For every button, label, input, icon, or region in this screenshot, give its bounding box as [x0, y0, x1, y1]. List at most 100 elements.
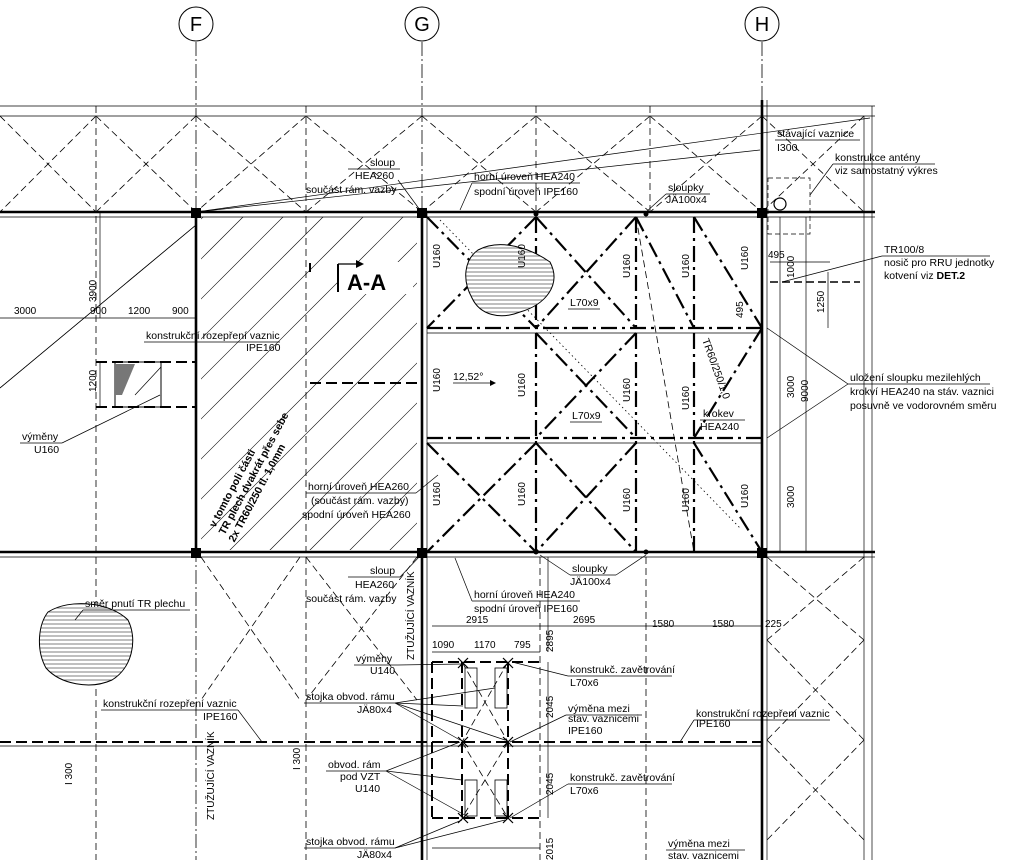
- axis-bubble-f: [178, 6, 214, 42]
- section-label: A-A: [347, 270, 386, 295]
- svg-text:spodní úroveň IPE160: spodní úroveň IPE160: [474, 186, 578, 198]
- svg-text:U160: U160: [517, 244, 528, 268]
- svg-text:U160: U160: [432, 482, 443, 506]
- svg-text:IPE160: IPE160: [568, 725, 603, 737]
- svg-text:stojka obvod. rámu: stojka obvod. rámu: [306, 691, 395, 703]
- svg-text:U160: U160: [622, 378, 633, 402]
- svg-text:2015: 2015: [545, 837, 556, 860]
- svg-text:výměna mezi: výměna mezi: [568, 703, 630, 715]
- svg-text:stav. vaznicemi: stav. vaznicemi: [668, 850, 739, 860]
- svg-text:posuvně ve vodorovném směru: posuvně ve vodorovném směru: [850, 400, 997, 412]
- svg-text:U140: U140: [370, 665, 395, 677]
- dimension-texts: 3900 3000 900 1200 900 1200 495 495 1000…: [14, 250, 827, 860]
- svg-text:HEA240: HEA240: [700, 421, 739, 433]
- svg-text:sloupky: sloupky: [572, 563, 608, 575]
- svg-text:1580: 1580: [712, 619, 735, 630]
- svg-text:TR100/8: TR100/8: [884, 244, 924, 256]
- svg-text:konstrukční rozepření vaznic: konstrukční rozepření vaznic: [696, 708, 830, 720]
- svg-text:směr pnutí TR plechu: směr pnutí TR plechu: [85, 598, 185, 610]
- label-vymena-mezi: výměna mezi stav. vaznicemi IPE160: [509, 703, 642, 743]
- svg-text:JÄ100x4: JÄ100x4: [570, 576, 611, 588]
- svg-text:konstrukční rozepření vaznic: konstrukční rozepření vaznic: [103, 698, 237, 710]
- svg-text:sloup: sloup: [370, 157, 395, 169]
- svg-text:3000: 3000: [786, 375, 797, 398]
- svg-text:U160: U160: [517, 373, 528, 397]
- label-stavajici-vaznice: stávající vaznice I300: [775, 128, 860, 154]
- svg-text:spodní úroveň HEA260: spodní úroveň HEA260: [302, 509, 411, 521]
- label-zavetrovani-1: konstrukč. zavětrování L70x6: [511, 661, 675, 689]
- label-stojka-1: stojka obvod. rámu JÄ80x4: [304, 687, 506, 741]
- svg-text:HEA260: HEA260: [355, 579, 394, 591]
- svg-text:495: 495: [768, 250, 785, 261]
- label-vymeny-u160: výměny U160: [20, 394, 161, 456]
- svg-text:krokev: krokev: [703, 408, 735, 420]
- label-horni-mid: horní úroveň HEA260 (součást rám. vazby)…: [302, 474, 439, 521]
- label-rozepreni-bottom-left: konstrukční rozepření vaznic IPE160: [101, 698, 263, 743]
- svg-text:9000: 9000: [800, 379, 811, 402]
- svg-text:sloupky: sloupky: [668, 182, 704, 194]
- svg-text:U160: U160: [740, 246, 751, 270]
- svg-text:JÄ100x4: JÄ100x4: [666, 194, 707, 206]
- main-beams: [0, 100, 875, 860]
- label-sloupky-bottom: sloupky JÄ100x4: [539, 554, 647, 588]
- svg-text:kotvení viz DET.2: kotvení viz DET.2: [884, 270, 965, 282]
- label-smer-pnuti: směr pnutí TR plechu: [74, 598, 190, 621]
- svg-text:2045: 2045: [545, 695, 556, 718]
- label-konstrukce-anteny: konstrukce antény viz samostatný výkres: [767, 152, 938, 235]
- label-rozepreni-bottom-right: konstrukční rozepření vaznic IPE160: [679, 708, 830, 743]
- svg-text:1200: 1200: [88, 369, 99, 392]
- svg-text:U160: U160: [432, 244, 443, 268]
- axis-label-g: G: [414, 14, 430, 36]
- svg-text:1000: 1000: [786, 255, 797, 278]
- svg-text:U160: U160: [622, 488, 633, 512]
- label-tr100: TR100/8 nosič pro RRU jednotky kotvení v…: [770, 244, 995, 283]
- svg-text:U160: U160: [681, 488, 692, 512]
- svg-text:výměna mezi: výměna mezi: [668, 838, 730, 850]
- label-krokev: krokev HEA240: [700, 408, 745, 433]
- svg-text:viz samostatný výkres: viz samostatný výkres: [835, 165, 938, 177]
- dimension-lines: [0, 212, 830, 818]
- svg-text:ZTUŽUJÍCÍ VAZNÍK: ZTUŽUJÍCÍ VAZNÍK: [204, 731, 217, 820]
- svg-text:IPE160: IPE160: [696, 718, 731, 730]
- label-sloupky-top: sloupky JÄ100x4: [645, 182, 710, 213]
- direction-blob-2: [39, 603, 134, 686]
- svg-text:uložení sloupku mezilehlých: uložení sloupku mezilehlých: [850, 372, 981, 384]
- svg-text:L70x6: L70x6: [570, 785, 599, 797]
- svg-text:225: 225: [765, 619, 782, 630]
- svg-text:TR60/250/1,0: TR60/250/1,0: [699, 337, 732, 401]
- label-sloup-bottom: sloup HEA260 součást rám. vazby: [306, 555, 421, 605]
- svg-text:U160: U160: [432, 368, 443, 392]
- svg-text:1170: 1170: [474, 640, 496, 651]
- svg-text:3000: 3000: [786, 485, 797, 508]
- svg-text:konstrukč. zavětrování: konstrukč. zavětrování: [570, 772, 675, 784]
- leaders-top: [0, 117, 871, 389]
- svg-text:TR plech dvakrát přes sebe: TR plech dvakrát přes sebe: [217, 410, 292, 536]
- svg-text:konstrukční rozepření vaznic: konstrukční rozepření vaznic: [146, 330, 280, 342]
- svg-text:I 300: I 300: [64, 762, 75, 785]
- label-stojka-2: stojka obvod. rámu JÄ80x4: [304, 819, 506, 860]
- svg-text:L70x6: L70x6: [570, 677, 599, 689]
- axis-label-h: H: [755, 14, 769, 36]
- svg-text:795: 795: [514, 640, 531, 651]
- svg-text:U160: U160: [34, 444, 59, 456]
- svg-text:U160: U160: [517, 482, 528, 506]
- svg-text:U160: U160: [622, 254, 633, 278]
- svg-text:nosič pro RRU jednotky: nosič pro RRU jednotky: [884, 257, 995, 269]
- svg-text:U160: U160: [681, 386, 692, 410]
- svg-text:U160: U160: [681, 254, 692, 278]
- svg-text:495: 495: [735, 301, 746, 318]
- bottom-structure: [0, 556, 865, 860]
- top-truss-band: [0, 105, 875, 860]
- label-zavetrovani-2: konstrukč. zavětrování L70x6: [509, 772, 675, 819]
- svg-text:1250: 1250: [816, 290, 827, 313]
- label-vymena-mezi-bottom: výměna mezi stav. vaznicemi: [666, 838, 745, 860]
- svg-text:3000: 3000: [14, 306, 37, 317]
- label-horni-top: horní úroveň HEA240 spodní úroveň IPE160: [459, 171, 580, 211]
- svg-text:I 300: I 300: [292, 747, 303, 770]
- section-marker: A-A: [337, 260, 413, 295]
- label-vymeny-u140: výměny U140: [354, 653, 463, 677]
- svg-text:obvod. rám: obvod. rám: [328, 759, 381, 771]
- label-sloup-top: sloup HEA260 součást rám. vazby: [306, 157, 421, 211]
- svg-text:2045: 2045: [545, 772, 556, 795]
